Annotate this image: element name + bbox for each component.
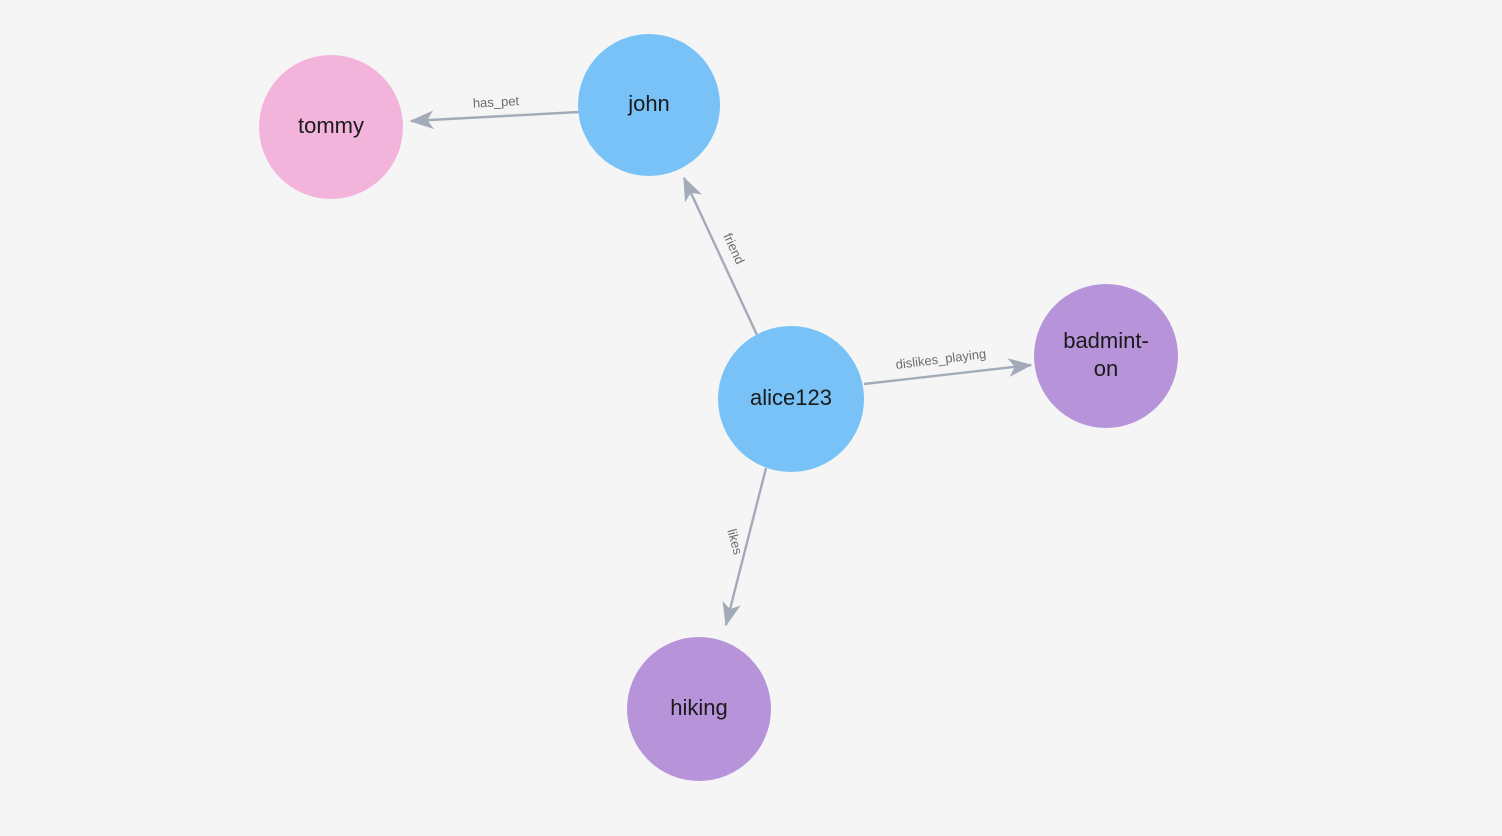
edge-label: likes	[724, 527, 745, 556]
graph-node[interactable]: alice123	[718, 326, 864, 472]
edges-layer	[409, 110, 1033, 627]
graph-edge[interactable]	[863, 358, 1033, 386]
node-circle-tommy[interactable]	[259, 55, 403, 199]
graph-node[interactable]: hiking	[627, 637, 771, 781]
graph-node[interactable]: tommy	[259, 55, 403, 199]
node-circle-john[interactable]	[578, 34, 720, 176]
graph-edge[interactable]	[722, 467, 768, 627]
edge-label: dislikes_playing	[895, 346, 987, 372]
node-circle-alice123[interactable]	[718, 326, 864, 472]
nodes-layer: tommy john alice123 badmint-on hiking	[259, 34, 1178, 781]
node-circle-badminton[interactable]	[1034, 284, 1178, 428]
graph-edge[interactable]	[682, 176, 759, 336]
node-circle-hiking[interactable]	[627, 637, 771, 781]
edge-label: friend	[720, 231, 747, 267]
graph-node[interactable]: john	[578, 34, 720, 176]
edge-label: has_pet	[472, 93, 519, 110]
graph-edge[interactable]	[409, 110, 580, 130]
graph-node[interactable]: badmint-on	[1034, 284, 1178, 428]
